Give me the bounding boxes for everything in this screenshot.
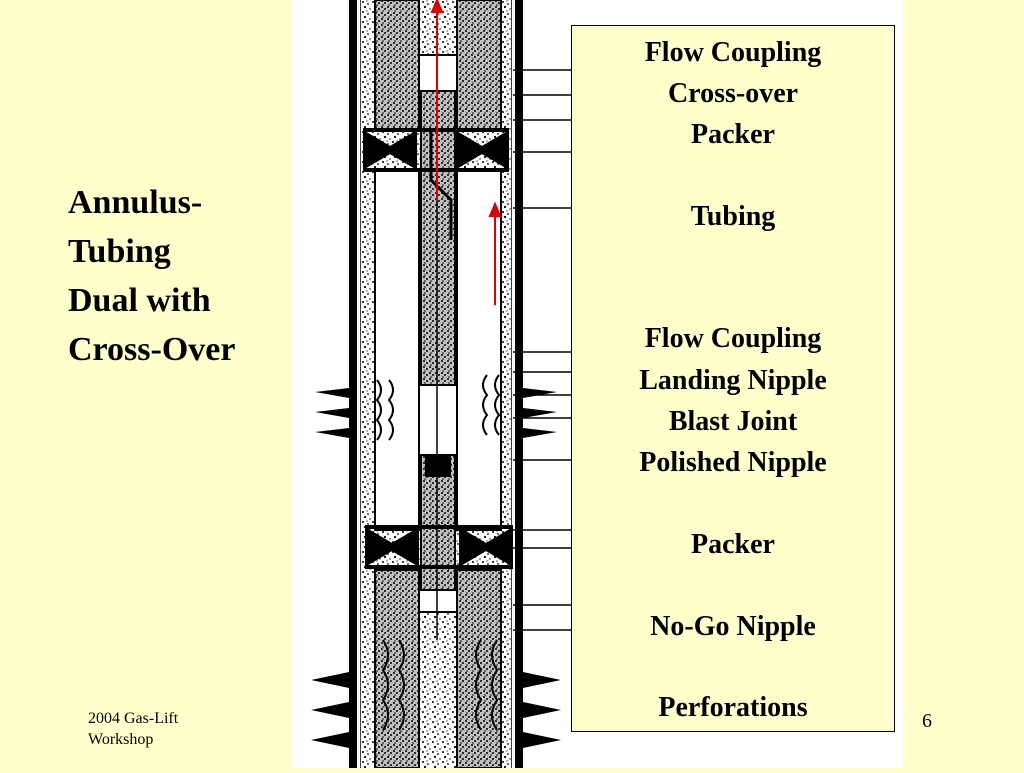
blast-joint [418, 384, 458, 456]
label-packer-lower: Packer [691, 529, 775, 560]
footer-workshop: 2004 Gas-Lift Workshop [88, 710, 179, 748]
left-tubing-lower [374, 169, 420, 531]
right-tubing-upper [456, 0, 502, 131]
cross-over [429, 130, 453, 240]
label-perforations: Perforations [658, 692, 808, 723]
casing-wall-right [515, 0, 523, 768]
flow-arrow-annulus [488, 201, 502, 305]
component-labels-box: Flow Coupling Cross-over Packer Tubing F… [571, 25, 895, 732]
page-number: 6 [922, 710, 932, 732]
label-packer-upper: Packer [691, 119, 775, 150]
casing-wall-left [349, 0, 357, 768]
left-tubing-upper [374, 0, 420, 131]
leader-lines [513, 69, 573, 631]
right-tubing-lower [456, 169, 502, 531]
lower-packer [365, 527, 513, 567]
upper-perforations [315, 388, 557, 438]
flow-arrow-tubing [430, 0, 444, 200]
no-go-nipple [418, 589, 458, 613]
label-flow-coupling-upper: Flow Coupling [644, 37, 822, 68]
label-blast-joint: Blast Joint [668, 406, 798, 437]
upper-packer [363, 130, 509, 170]
label-tubing: Tubing [690, 201, 776, 232]
label-no-go-nipple: No-Go Nipple [650, 611, 816, 642]
label-polished-nipple: Polished Nipple [639, 447, 827, 478]
label-landing-nipple: Landing Nipple [639, 365, 827, 396]
label-flow-coupling-lower: Flow Coupling [644, 323, 822, 354]
slide-title: Annulus- Tubing Dual with Cross-Over [68, 184, 236, 368]
lower-perforations [311, 672, 561, 748]
polished-nipple [425, 455, 451, 477]
label-cross-over: Cross-over [667, 78, 799, 109]
